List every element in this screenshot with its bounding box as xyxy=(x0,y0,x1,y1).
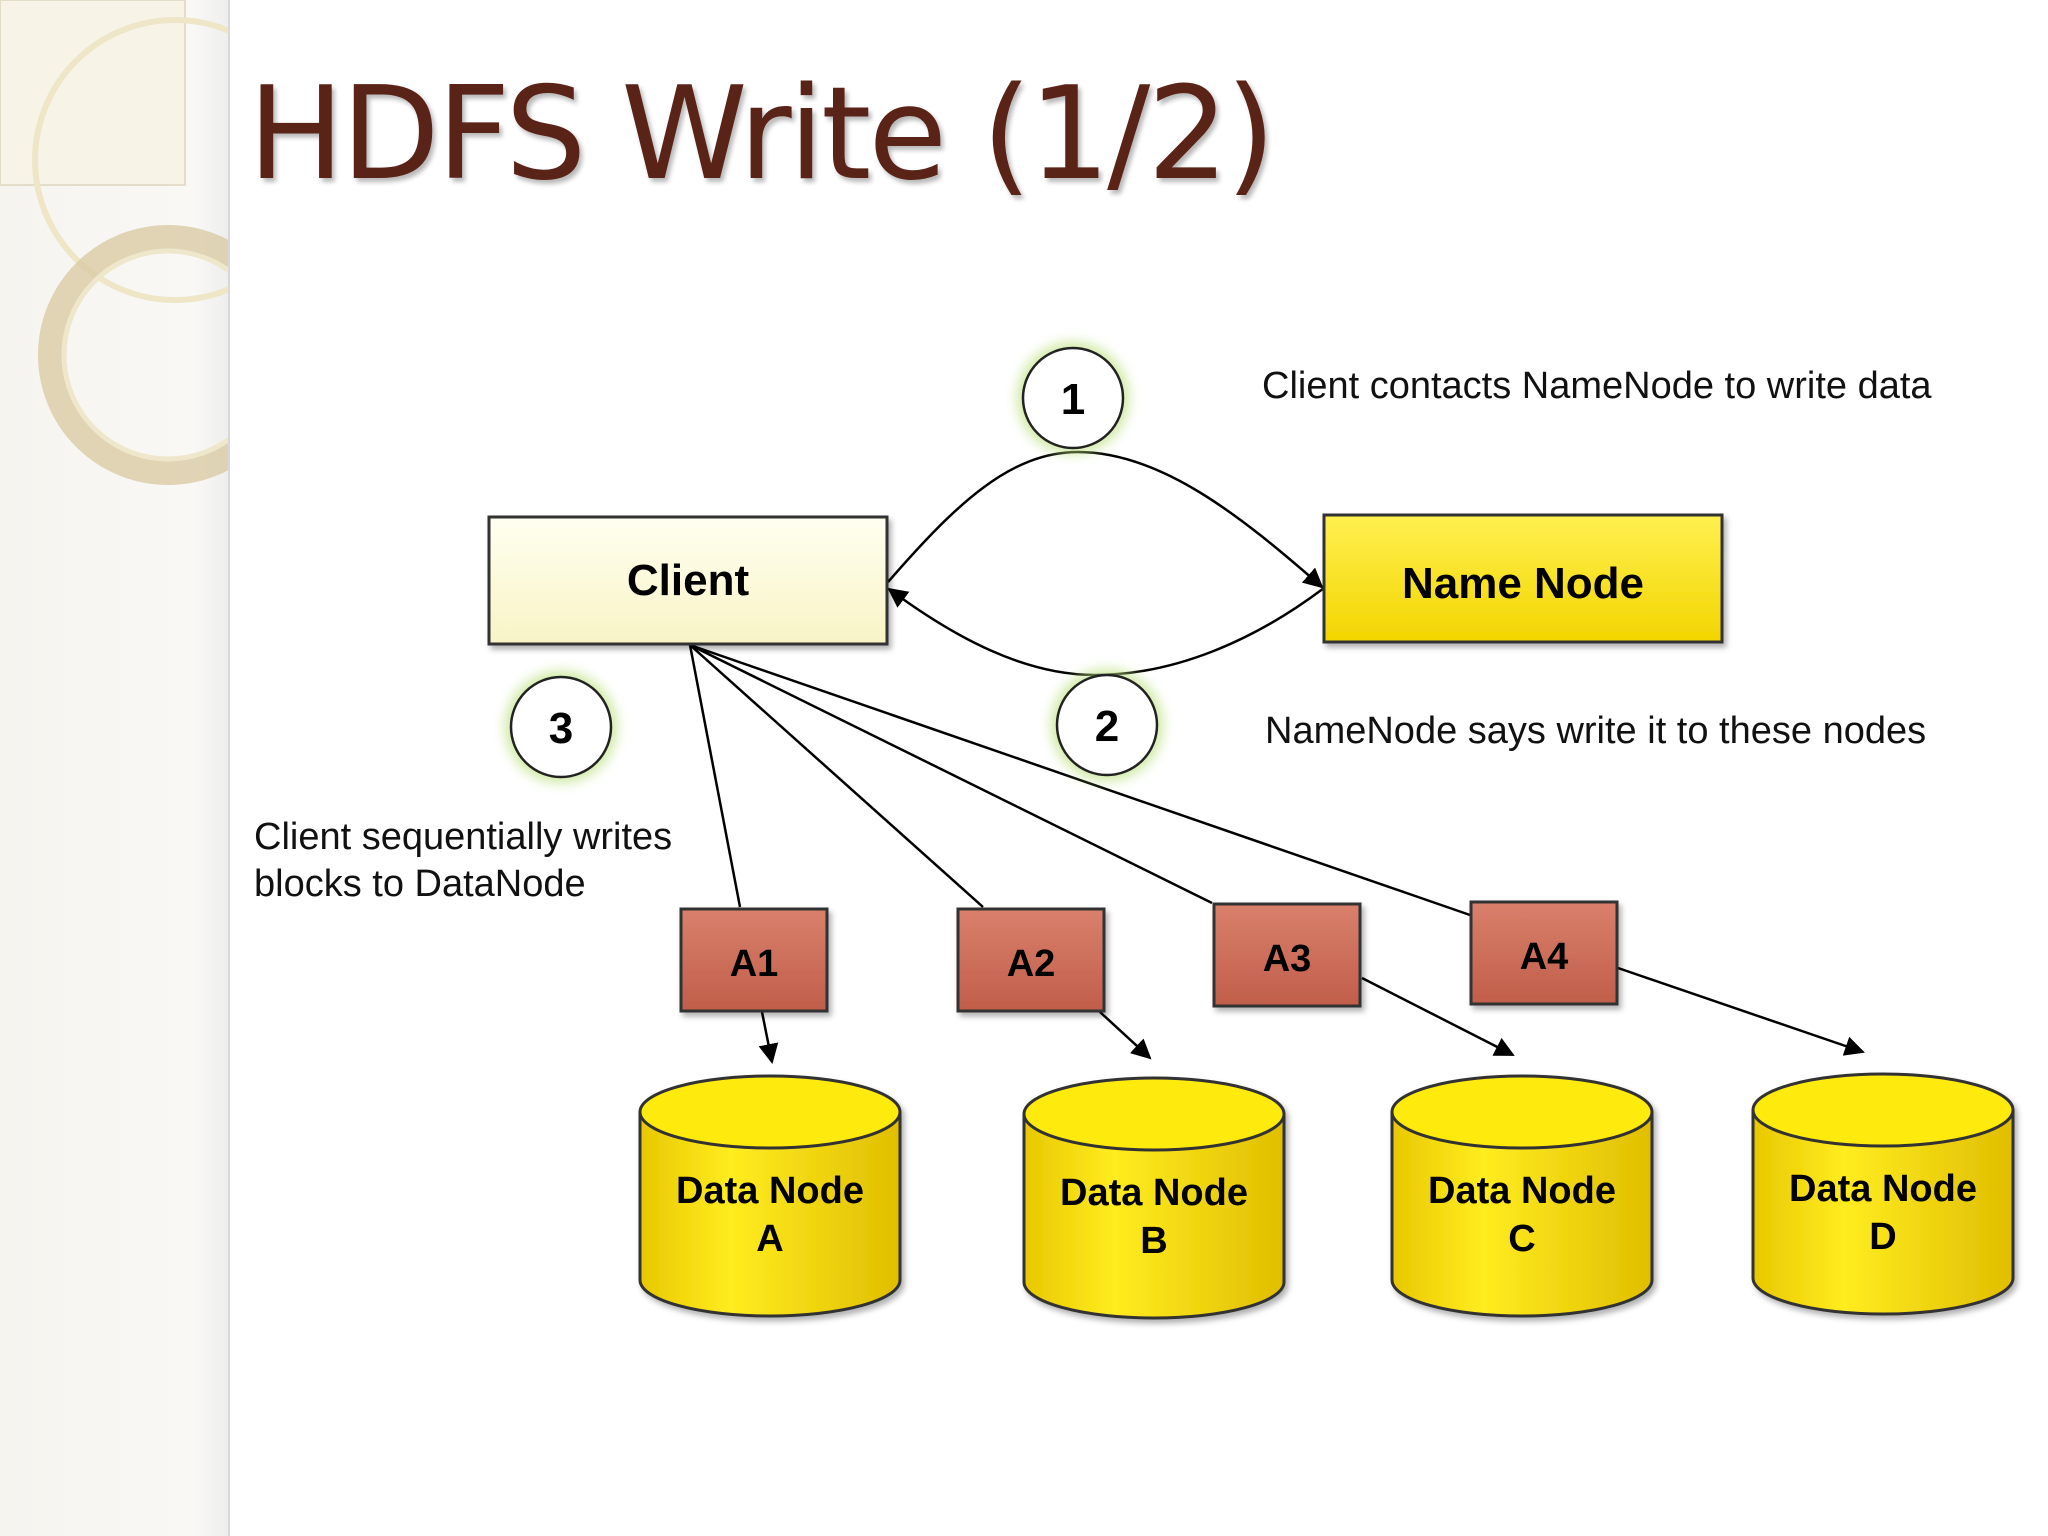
block-a1-label: A1 xyxy=(730,943,779,985)
a4-to-datanode-d-arrow xyxy=(1617,966,1865,1056)
step-2-caption: NameNode says write it to these nodes xyxy=(1265,710,1927,752)
data-node-d-id: D xyxy=(1869,1216,1896,1258)
step-1-marker: 1 xyxy=(1017,342,1129,454)
block-a4: A4 xyxy=(1469,900,1619,1006)
step-3-caption: Client sequentially writes blocks to Dat… xyxy=(254,814,672,908)
block-a3-label: A3 xyxy=(1263,938,1312,980)
block-a2: A2 xyxy=(956,907,1106,1013)
name-node-label: Name Node xyxy=(1402,559,1644,608)
client-to-a2-line xyxy=(689,644,984,908)
block-a1: A1 xyxy=(679,907,829,1013)
step-1-caption: Client contacts NameNode to write data xyxy=(1262,365,1932,407)
client-to-a1-line xyxy=(688,644,742,908)
response-arrow xyxy=(887,587,1325,677)
step-3-caption-line1: Client sequentially writes xyxy=(254,816,673,858)
a1-to-datanode-a-arrow xyxy=(758,1011,779,1064)
connectors xyxy=(688,450,1865,1064)
data-node-a: Data Node A xyxy=(638,1074,902,1318)
block-a3: A3 xyxy=(1212,902,1362,1008)
step-1-number: 1 xyxy=(1061,375,1085,424)
client-to-a3-line xyxy=(689,643,1213,905)
data-node-a-label: Data Node xyxy=(676,1170,864,1212)
data-node-c-id: C xyxy=(1508,1218,1535,1260)
request-arrow xyxy=(887,450,1324,589)
data-node-b-id: B xyxy=(1140,1220,1167,1262)
client-to-a4-line xyxy=(689,643,1471,917)
step-3-caption-line2: blocks to DataNode xyxy=(254,863,586,905)
a3-to-datanode-c-arrow xyxy=(1361,976,1515,1057)
block-a4-label: A4 xyxy=(1520,936,1569,978)
step-3-marker: 3 xyxy=(505,671,617,783)
step-2-marker: 2 xyxy=(1051,669,1163,781)
data-node-a-id: A xyxy=(756,1218,783,1260)
data-node-d-label: Data Node xyxy=(1789,1168,1977,1210)
client-label: Client xyxy=(627,556,750,605)
step-3-number: 3 xyxy=(549,704,573,753)
data-node-b-label: Data Node xyxy=(1060,1172,1248,1214)
name-node: Name Node xyxy=(1322,513,1724,644)
a2-to-datanode-b-arrow xyxy=(1099,1011,1152,1060)
step-2-number: 2 xyxy=(1095,702,1119,751)
data-node-c: Data Node C xyxy=(1390,1074,1654,1318)
slide-title: HDFS Write (1/2) xyxy=(248,60,1276,209)
decorative-side-panel xyxy=(0,0,318,1536)
block-a2-label: A2 xyxy=(1007,943,1056,985)
data-node-d: Data Node D xyxy=(1751,1072,2015,1316)
data-node-c-label: Data Node xyxy=(1428,1170,1616,1212)
data-node-b: Data Node B xyxy=(1022,1076,1286,1320)
client-node: Client xyxy=(487,515,889,646)
